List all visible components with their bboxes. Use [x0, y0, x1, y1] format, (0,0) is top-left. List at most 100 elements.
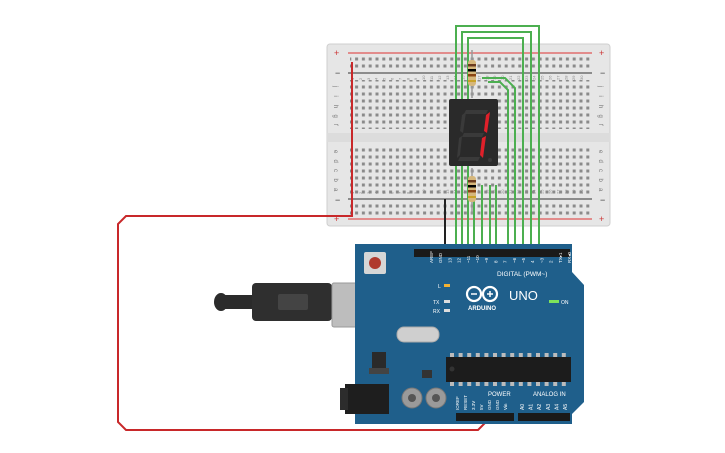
column-number: 18	[484, 189, 489, 194]
column-number: 12	[437, 189, 442, 194]
column-number: 30	[579, 75, 584, 80]
column-number: 10	[421, 189, 426, 194]
on-label: ON	[561, 300, 569, 306]
segment-d	[458, 157, 480, 161]
ic-pin	[527, 353, 532, 357]
ic-pin	[493, 382, 497, 386]
display-body	[449, 99, 498, 166]
column-number: 23	[524, 189, 529, 194]
row-letter: j	[597, 85, 603, 87]
column-number: 11	[429, 75, 434, 80]
column-number: 9	[413, 191, 418, 194]
tx-led	[444, 300, 450, 303]
digital-pin-label: ~6	[512, 257, 517, 263]
power-pin-label: RESET	[463, 395, 468, 410]
rail-minus-sign: −	[600, 195, 605, 205]
ic-pin	[475, 353, 480, 357]
ic-pin	[467, 353, 472, 357]
brand-label: ARDUINO	[468, 306, 496, 312]
analog-pin-label: A2	[537, 404, 543, 410]
ic-pin	[553, 353, 558, 357]
column-number: 27	[555, 75, 560, 80]
bottom-power-rail-holes[interactable]	[350, 202, 590, 216]
resistor-top[interactable]	[468, 50, 476, 98]
analog-header[interactable]	[518, 413, 570, 421]
ic-pin	[458, 353, 463, 357]
column-number: 12	[437, 75, 442, 80]
row-letter: c	[332, 169, 338, 172]
column-number: 3	[366, 77, 371, 80]
digital-pin-label: GND	[438, 252, 443, 263]
small-chip	[422, 370, 432, 378]
arduino-logo-icon	[465, 285, 499, 303]
column-number: 7	[397, 77, 402, 80]
segment-g	[462, 133, 484, 137]
column-number: 8	[405, 77, 410, 80]
ic-pin	[518, 382, 523, 386]
ic-pin	[450, 382, 454, 386]
decimal-point	[488, 158, 492, 162]
digital-header[interactable]	[414, 249, 570, 257]
rail-minus-sign: −	[600, 68, 605, 78]
ic-pin	[493, 353, 497, 357]
column-number: 6	[390, 77, 395, 80]
row-letter: i	[597, 96, 603, 97]
dc-power-jack[interactable]	[345, 384, 389, 414]
column-number: 26	[548, 75, 553, 80]
digital-pin-label: AREF	[429, 251, 434, 263]
usb-icon	[278, 294, 308, 310]
ic-pin	[458, 382, 463, 386]
column-number: 25	[540, 75, 545, 80]
ic-pin	[484, 353, 489, 357]
analog-pin-label: A5	[563, 404, 569, 410]
ic-pin	[544, 353, 549, 357]
resistor-bottom[interactable]	[468, 168, 476, 214]
seven-segment-display[interactable]	[449, 99, 498, 166]
power-pin-label: Vin	[503, 403, 508, 410]
row-letter: e	[597, 150, 603, 154]
column-number: 26	[548, 189, 553, 194]
row-letter: b	[332, 179, 338, 183]
column-number: 5	[382, 191, 387, 194]
ic-pin	[536, 382, 540, 386]
ic-pin	[527, 382, 532, 386]
signal-wire[interactable]	[488, 81, 509, 250]
ic-pin	[467, 382, 472, 386]
segment-f	[460, 112, 466, 133]
digital-pin-label: TX▸1	[558, 252, 563, 263]
power-header-label: POWER	[488, 392, 511, 398]
analog-pin-label: A3	[546, 404, 552, 410]
column-number: 4	[374, 77, 379, 80]
digital-pin-label: ~9	[484, 257, 489, 263]
segment-e	[457, 136, 462, 158]
rx-led	[444, 309, 450, 312]
l-led	[444, 284, 450, 287]
power-wire[interactable]	[117, 62, 486, 431]
column-number: 19	[492, 189, 497, 194]
column-number: 21	[508, 75, 513, 80]
row-letter: i	[332, 96, 338, 97]
ic-pin	[450, 353, 454, 357]
digital-header-label: DIGITAL (PWM~)	[497, 271, 547, 278]
column-number: 27	[555, 189, 560, 194]
digital-pin-label: ~11	[466, 255, 471, 263]
digital-pin-label: 8	[493, 260, 498, 263]
column-number: 20	[500, 189, 505, 194]
row-letter: j	[332, 85, 338, 87]
digital-pin-label: RX◂0	[567, 251, 572, 263]
rail-minus-sign: −	[335, 195, 340, 205]
crystal-oscillator	[396, 326, 440, 343]
column-number: 21	[508, 189, 513, 194]
signal-wire[interactable]	[482, 77, 516, 250]
reset-button[interactable]	[369, 257, 381, 269]
power-header[interactable]	[456, 413, 514, 421]
rail-plus-sign: +	[334, 214, 339, 224]
row-letter: g	[332, 115, 338, 118]
l-led-label: L	[438, 284, 441, 290]
voltage-regulator	[372, 352, 386, 368]
